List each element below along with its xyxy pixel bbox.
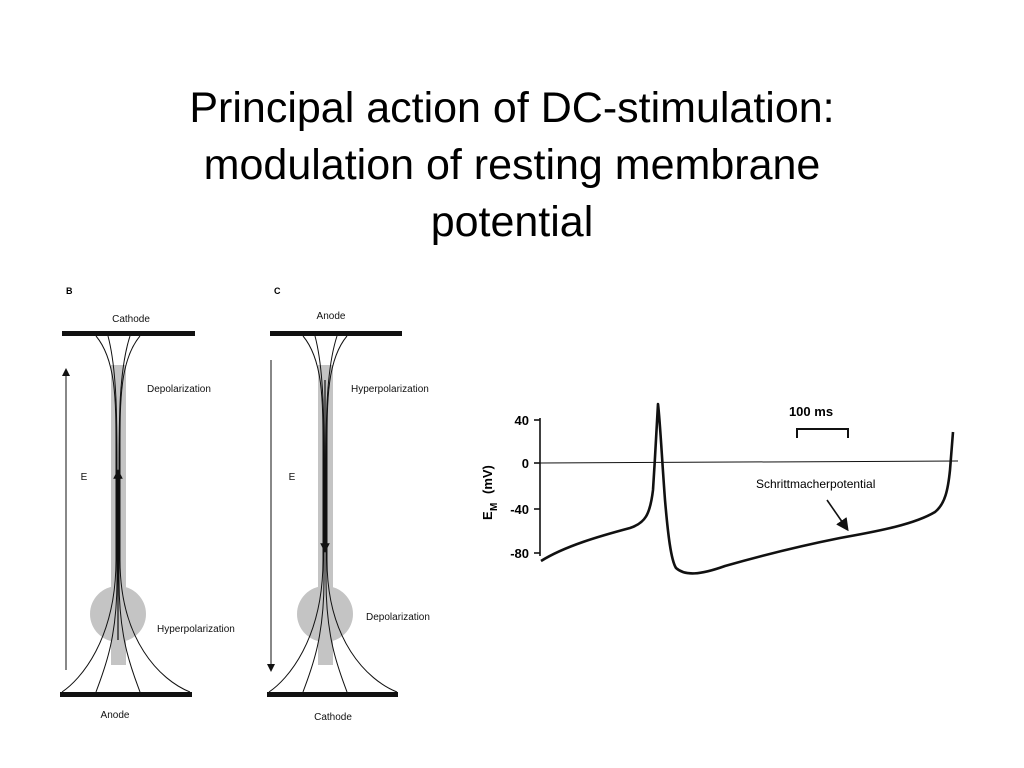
panel-c-soma [297,586,353,642]
trace-scale-bar [796,428,849,438]
trace-zero-line [539,460,959,464]
panel-c-upper-effect: Hyperpolarization [351,384,429,395]
title-line-2: modulation of resting membrane [203,141,821,189]
panel-b-bottom-electrode-label: Anode [101,710,130,721]
panel-c: C Anode Cathode E Hyperpolarization Depo… [267,286,430,723]
trace-y-label-main: E [480,511,495,520]
trace-y-label-unit: (mV) [480,465,495,494]
panel-c-bottom-electrode [267,692,398,697]
panel-b-lower-effect: Hyperpolarization [157,624,235,635]
panel-c-bottom-electrode-label: Cathode [314,712,352,723]
trace-annotation-arrow [826,499,849,532]
panel-b-letter: B [66,286,73,296]
panel-b-bottom-electrode [60,692,192,697]
panel-b-top-electrode-label: Cathode [112,314,150,325]
panel-b-upper-effect: Depolarization [147,384,211,395]
slide-title: Principal action of DC-stimulation: modu… [0,80,1024,251]
panel-c-top-electrode [270,331,402,336]
panel-c-top-electrode-label: Anode [317,311,346,322]
trace-scale-bar-label: 100 ms [789,404,833,419]
panel-b-field-label: E [81,472,88,483]
panel-b: B Cathode Anode E Depolarization Hyperpo… [60,286,235,721]
panel-c-lower-effect: Depolarization [366,612,430,623]
trace-y-axis-label: E M (mV) [480,465,500,520]
panel-c-letter: C [274,286,281,296]
trace-y-tick-label: 40 [515,413,529,428]
trace-y-tick-label: -80 [510,546,529,561]
title-line-3: potential [430,198,594,246]
trace-curve [540,402,955,575]
panel-c-field-lines [268,335,398,693]
potential-trace-figure: 40 0 -40 -80 E M (mV) 100 ms Schrittmach… [480,402,959,575]
panel-c-field-label: E [289,472,296,483]
trace-annotation: Schrittmacherpotential [756,477,875,491]
title-line-1: Principal action of DC-stimulation: [189,84,835,132]
panel-b-top-electrode [62,331,195,336]
trace-y-tick-label: -40 [510,502,529,517]
trace-y-label-sub: M [489,503,500,511]
trace-y-tick-label: 0 [522,456,529,471]
